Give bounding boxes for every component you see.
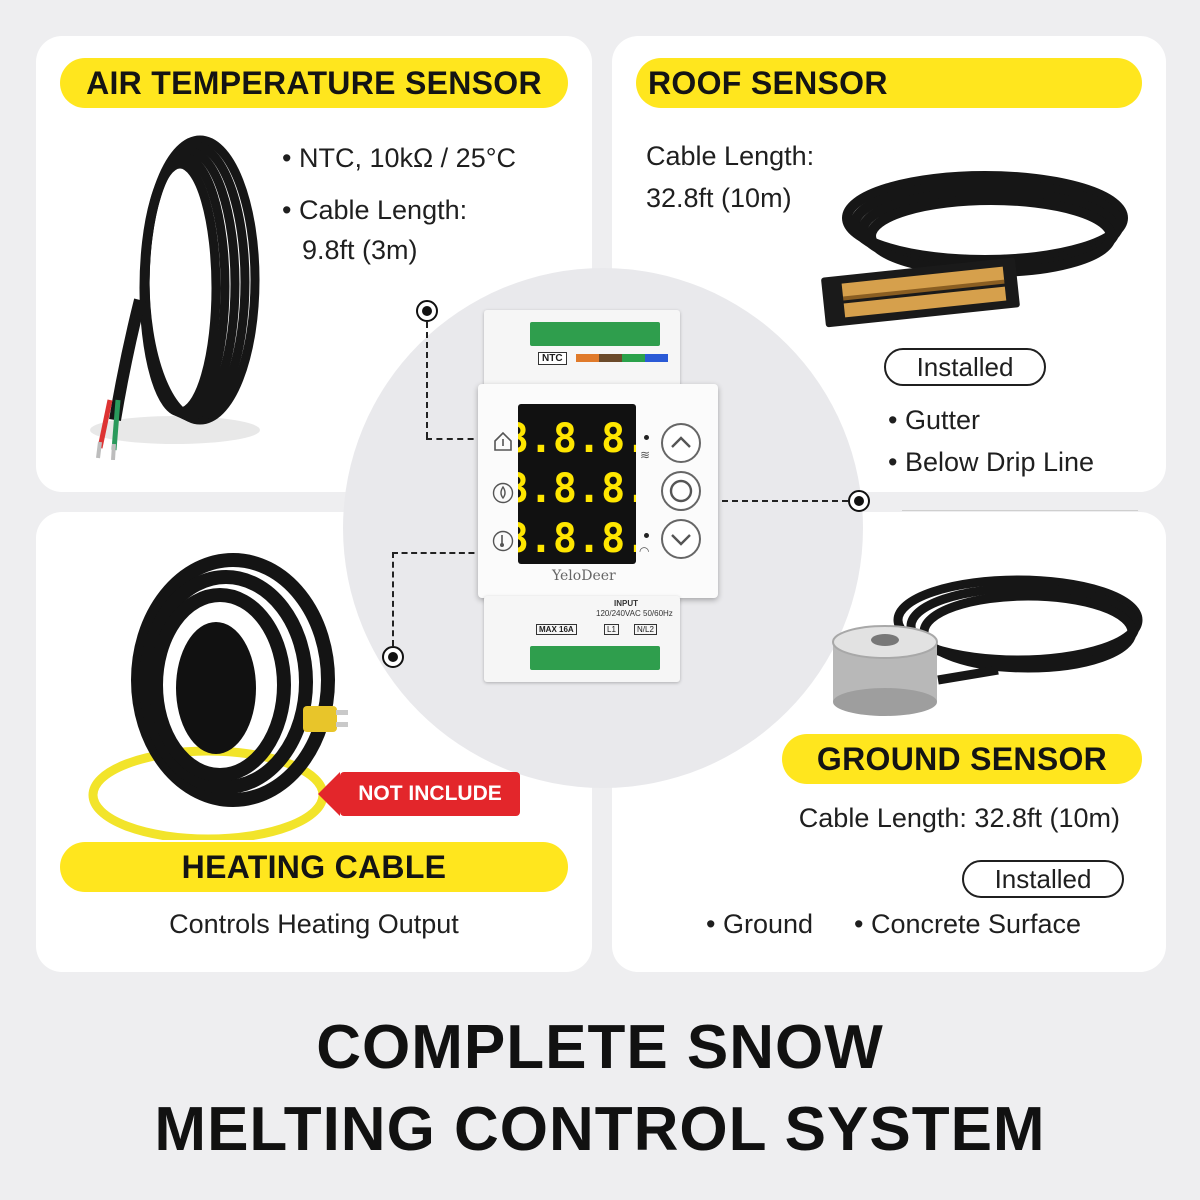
indicator-dot-2 [644, 533, 649, 538]
heating-cable-title: HEATING CABLE [60, 842, 568, 892]
terminal-color-strip [576, 354, 668, 362]
air-sensor-spec-cable-1: • Cable Length: [282, 195, 468, 225]
roof-installed-pill: Installed [884, 348, 1046, 386]
air-sensor-connector-dot [416, 300, 438, 322]
ok-button[interactable] [660, 470, 702, 512]
roof-sensor-title: ROOF SENSOR [636, 58, 1142, 108]
ground-installed-pill: Installed [962, 860, 1124, 898]
roof-location-gutter: • Gutter [888, 405, 980, 435]
roof-sensor-cable-1: Cable Length: [646, 141, 815, 171]
controller-brand: YeloDeer [552, 568, 616, 584]
air-spec-ntc-text: NTC, 10kΩ / 25°C [298, 143, 517, 173]
heating-connector-v [392, 552, 394, 646]
not-include-badge: NOT INCLUDE [318, 772, 520, 816]
controller-lcd-display: 8.8.8. 8.8.8. 8.8.8. [518, 404, 636, 564]
air-sensor-connector-v [426, 322, 428, 438]
heat-wave-icon: ≋ [640, 448, 651, 462]
thermometer-icon [492, 530, 514, 552]
ground-location-concrete-text: Concrete Surface [870, 909, 1082, 939]
lcd-row-2: 8.8.8. [518, 466, 636, 512]
roof-sensor-cable-2: 32.8ft (10m) [646, 183, 792, 213]
down-button[interactable] [660, 518, 702, 560]
air-sensor-connector-h [426, 438, 484, 440]
input-label: INPUT [614, 599, 638, 608]
headline-line-1: COMPLETE SNOW [316, 1013, 884, 1082]
l1-label: L1 [604, 624, 619, 635]
heating-cable-image [88, 553, 348, 840]
ntc-label: NTC [538, 352, 567, 365]
lcd-row-3: 8.8.8. [518, 516, 636, 562]
up-button[interactable] [660, 422, 702, 464]
roof-connector-h [722, 500, 848, 502]
roof-sensor-image [821, 171, 1128, 328]
input-spec: 120/240VAC 50/60Hz [596, 609, 673, 618]
controller-bottom-terminals [530, 646, 660, 670]
ground-sensor-image [832, 575, 1143, 716]
ground-location-ground-text: Ground [722, 909, 814, 939]
ground-sensor-title: GROUND SENSOR [782, 734, 1142, 784]
air-sensor-cable-image [90, 135, 260, 460]
nl2-label: N/L2 [634, 624, 657, 635]
max-16a-label: MAX 16A [536, 624, 577, 635]
roof-connector-dot [848, 490, 870, 512]
wifi-icon: ◠ [639, 544, 650, 558]
controller-top-terminals [530, 322, 660, 346]
roof-location-gutter-text: Gutter [904, 405, 980, 435]
air-sensor-spec-ntc: • NTC, 10kΩ / 25°C [282, 143, 517, 173]
air-spec-cable-line1: Cable Length: [298, 195, 468, 225]
heating-cable-description: Controls Heating Output [169, 909, 459, 939]
lcd-row-1: 8.8.8. [518, 416, 636, 462]
roof-location-drip-text: Below Drip Line [904, 447, 1095, 477]
ground-location-ground: • Ground [706, 909, 814, 939]
home-temp-icon [494, 431, 512, 451]
air-sensor-title: AIR TEMPERATURE SENSOR [60, 58, 568, 108]
roof-location-drip-line: • Below Drip Line [888, 447, 1095, 477]
air-sensor-spec-cable-2: 9.8ft (3m) [302, 235, 418, 265]
ground-location-concrete: • Concrete Surface [854, 909, 1082, 939]
drop-icon [492, 482, 514, 504]
controller-device: NTC 8.8.8. 8.8.8. 8.8.8. ≋ ◠ YeloDeer IN… [478, 310, 728, 690]
heating-connector-h [392, 552, 484, 554]
roof-divider [902, 510, 1138, 511]
indicator-dot-1 [644, 435, 649, 440]
ground-sensor-cable: Cable Length: 32.8ft (10m) [798, 803, 1120, 833]
heating-connector-dot [382, 646, 404, 668]
headline-line-2: MELTING CONTROL SYSTEM [154, 1095, 1046, 1164]
